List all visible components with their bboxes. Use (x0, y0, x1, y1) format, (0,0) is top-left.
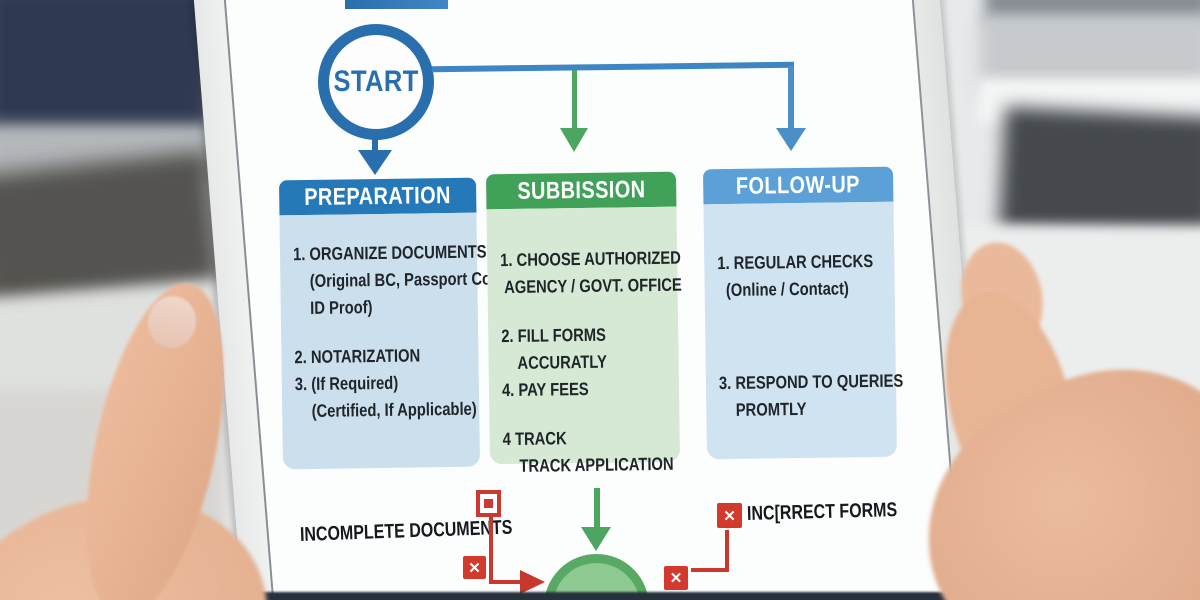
flow-line (294, 320, 445, 344)
flow-line (502, 402, 647, 426)
error-square-icon (476, 490, 501, 517)
red-connector-right-horizontal (691, 568, 729, 572)
column-body: 1. ORGANIZE DOCUMENTS (Original BC, Pass… (279, 212, 509, 470)
flow-line: 1. CHOOSE AUTHORIZED (500, 247, 682, 271)
incorrect-forms-label: INC[RRECT FORMS (746, 499, 898, 525)
background-dark-shape (0, 0, 210, 135)
flow-line (501, 299, 646, 323)
connector-center-vertical (572, 70, 577, 132)
connector-start-vertical (372, 136, 378, 154)
red-connector-right-vertical (725, 530, 729, 572)
flow-line: AGENCY / GOVT. OFFICE (500, 274, 682, 298)
flow-line: ID Proof) (293, 297, 373, 319)
error-x-icon: ✕ (463, 556, 486, 579)
flow-line: ACCURATLY (501, 351, 607, 374)
column-body: 1. REGULAR CHECKS (Online / Contact) 3. R… (703, 201, 904, 460)
x-glyph: ✕ (669, 570, 683, 587)
red-connector-left-horizontal (489, 580, 522, 584)
submission-column: SUBBISSION 1. CHOOSE AUTHORIZED AGENCY /… (485, 171, 682, 476)
arrow-right-icon (520, 570, 545, 594)
connector-right-vertical (788, 66, 794, 132)
cropped-banner (345, 0, 448, 9)
green-arrow-stem (594, 488, 600, 530)
red-connector-left-vertical (489, 516, 493, 584)
followup-column: FOLLOW-UP 1. REGULAR CHECKS (Online / Co… (702, 166, 904, 460)
arrow-down-icon (776, 128, 806, 151)
column-header: PREPARATION (278, 177, 477, 216)
flow-line: 1. ORGANIZE DOCUMENTS (292, 241, 487, 265)
desk-edge-band (185, 592, 1010, 600)
column-title: FOLLOW-UP (736, 170, 861, 200)
error-x-icon: ✕ (717, 503, 742, 528)
incomplete-documents-label: INCOMPLETE DOCUMENTS (299, 516, 513, 546)
flow-line (718, 324, 863, 348)
flow-line: (Online / Contact) (717, 278, 849, 301)
arrow-down-icon (358, 150, 392, 175)
column-title: PREPARATION (304, 181, 452, 211)
x-glyph: ✕ (723, 507, 736, 525)
flow-line: 4 TRACK (502, 428, 567, 450)
column-header: FOLLOW-UP (702, 166, 894, 205)
x-glyph: ✕ (468, 559, 481, 577)
start-node: START (318, 24, 434, 140)
column-title: SUBBISSION (516, 175, 646, 205)
column-body: 1. CHOOSE AUTHORIZED AGENCY / GOVT. OFFI… (486, 206, 682, 476)
flow-line (718, 346, 863, 370)
start-label: START (333, 65, 419, 98)
flow-line: (Certified, If Applicable) (295, 398, 477, 422)
flow-line: 3. RESPOND TO QUERIES (718, 370, 904, 394)
flow-line: (Original BC, Passport Copy (293, 268, 509, 292)
arrow-down-icon (560, 128, 588, 152)
connector-horizontal (431, 61, 795, 73)
preparation-column: PREPARATION 1. ORGANIZE DOCUMENTS (Origi… (278, 177, 509, 470)
flow-line: 4. PAY FEES (501, 378, 589, 401)
flow-line: 3. (If Required) (294, 372, 399, 395)
flow-line: 1. REGULAR CHECKS (717, 250, 874, 274)
arrow-down-icon (581, 527, 611, 551)
flow-line: PROMTLY (719, 398, 807, 421)
error-x-icon: ✕ (664, 566, 688, 590)
flow-line: TRACK APPLICATION (502, 453, 674, 477)
column-header: SUBBISSION (485, 171, 677, 210)
flow-line (718, 302, 863, 326)
flow-line: 2. FILL FORMS (501, 324, 607, 347)
flow-line: 2. NOTARIZATION (294, 345, 421, 368)
